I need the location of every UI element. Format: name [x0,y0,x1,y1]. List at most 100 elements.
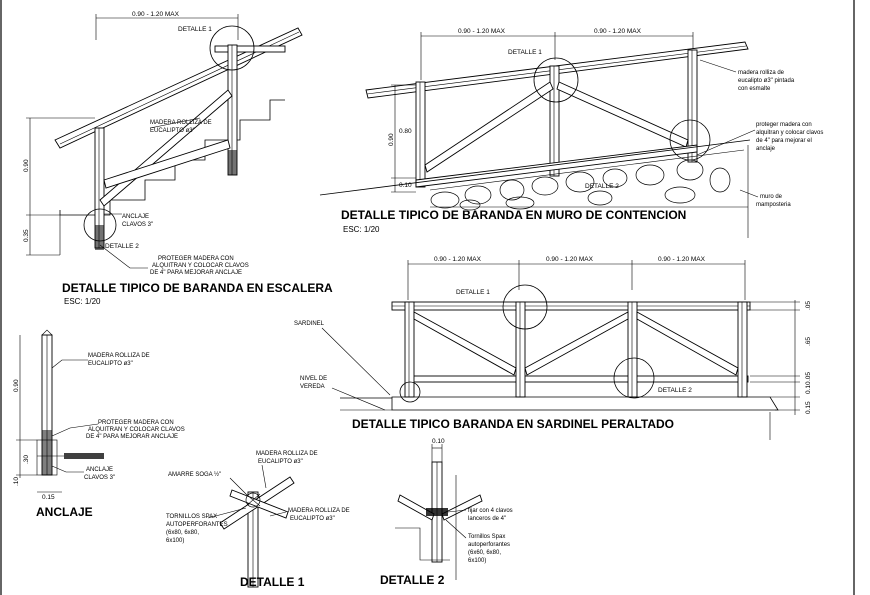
sardinel-detalle2-label: DETALLE 2 [658,387,692,394]
detalle1-amarre-note: AMARRE SOGA ½" [168,471,221,478]
escalera-proteger-note-1: PROTEGER MADERA CON [158,256,234,262]
anclaje-dim-015: 0.15 [42,494,55,501]
detalle1-tornillos-1: TORNILLOS SPAX [166,514,217,520]
anclaje-anclaje-note-1: ANCLAJE [86,467,113,473]
detalle1-detail: AMARRE SOGA ½" MADERA ROLLIZA DE EUCALIP… [166,451,350,589]
detalle2-tornillos-1: Tornillos Spax [468,534,505,540]
sardinel-dim-a: 0.90 - 1.20 MAX [434,256,482,263]
sardinel-detalle1-label: DETALLE 1 [456,289,490,296]
anclaje-proteger-note-3: DE 4" PARA MEJORAR ANCLAJE [86,434,178,440]
anclaje-dim-010: .10 [13,477,20,486]
detalle2-tornillos-4: 6x100) [468,558,486,564]
detalle2-title: DETALLE 2 [380,573,445,587]
muro-post-1 [415,81,426,188]
escalera-detalle1-label: DETALLE 1 [178,26,212,33]
escalera-detalle2-marker [83,208,117,242]
muro-detalle1-label: DETALLE 1 [508,49,542,56]
sardinel-detalle1-marker [502,284,548,330]
anclaje-proteger-note-1: PROTEGER MADERA CON [98,420,174,426]
escalera-dim-035: 0.35 [23,229,30,242]
sardinel-dim-c: 0.90 - 1.20 MAX [658,256,706,263]
escalera-title: DETALLE TIPICO DE BARANDA EN ESCALERA [62,281,333,295]
escalera-proteger-note-3: DE 4" PARA MEJORAR ANCLAJE [150,270,242,276]
anclaje-dim-030: .30 [23,455,30,464]
muro-detalle1-marker [533,57,579,103]
sardinel-dim-010: 0.10 [805,381,812,394]
escalera-detalle1-marker [209,25,255,71]
sardinel-dim-b: 0.90 - 1.20 MAX [546,256,594,263]
anclaje-detail: 0.90 .30 .10 0.15 MADERA ROLLIZA DE EUCA… [13,329,185,519]
escalera-anclaje-note-2: CLAVOS 3" [122,222,153,228]
stone-wall [430,159,731,211]
detalle1-tornillos-4: 6x100) [166,538,184,544]
sardinel-dim-05b: .05 [805,372,812,381]
muro-proteger-note-2: alquitran y colocar clavos [756,130,823,136]
anclaje-dim-090: 0.90 [13,379,20,392]
muro-mamposteria-note-2: mamposteria [756,202,791,208]
detalle2-fijar-1: fijar con 4 clavos [468,508,513,514]
muro-dim-b: 0.90 - 1.20 MAX [594,28,642,35]
escalera-detail: 0.90 - 1.20 MAX DETALLE 1 DETALLE 2 0.90… [23,11,333,306]
sardinel-post-2 [515,301,526,398]
nivel-vereda-label-1: NIVEL DE [300,376,327,382]
escalera-scale: ESC: 1/20 [64,297,101,306]
escalera-handrail [54,27,303,149]
escalera-proteger-note-2: ALQUITRAN Y COLOCAR CLAVOS [152,263,249,269]
sardinel-post-3 [627,301,638,398]
muro-proteger-note-1: proteger madera con [756,122,812,128]
sardinel-dim-65: .65 [805,337,812,346]
sardinel-dim-015: 0.15 [805,401,812,414]
anclaje-title: ANCLAJE [36,505,93,519]
muro-detail: 0.90 - 1.20 MAX 0.90 - 1.20 MAX [319,28,823,238]
detalle2-fijar-2: lanceros de 4" [468,516,506,522]
escalera-madera-note-2: EUCALIPTO ø3" [150,128,195,134]
sardinel-base-marker [399,381,421,403]
escalera-dim-090: 0.90 [23,159,30,172]
anclaje-proteger-note-2: ALQUITRAN Y COLOCAR CLAVOS [88,427,185,433]
anclaje-anclaje-note-2: CLAVOS 3" [84,475,115,481]
sardinel-bottom-rail [405,375,749,383]
escalera-dim-top: 0.90 - 1.20 MAX [132,11,180,18]
detalle2-tornillos-2: autoperforantes [468,542,510,548]
escalera-anclaje-note-1: ANCLAJE [122,214,149,220]
detalle2-dim-010: 0.10 [432,438,445,445]
muro-detalle2-marker [669,119,711,161]
muro-dim-010: 0.10 [399,182,412,189]
muro-post-3 [687,49,698,163]
muro-dim-090: 0.90 [388,133,395,146]
muro-dim-a: 0.90 - 1.20 MAX [458,28,506,35]
muro-detalle2-label: DETALLE 2 [585,183,619,190]
detalle1-madera-a-1: MADERA ROLLIZA DE [256,451,318,457]
detalle1-tornillos-2: AUTOPERFORANTES [166,522,228,528]
anclaje-madera-note-2: EUCALIPTO ø3" [88,361,133,367]
detalle1-tornillos-3: (6x80, 6x80, [166,530,199,536]
detalle2-detail: 0.10 fijar con 4 clavos lanceros de 4" T… [380,438,513,587]
detalle1-madera-a-2: EUCALIPTO ø3" [258,459,303,465]
detalle1-madera-b-1: MADERA ROLLIZA DE [288,508,350,514]
escalera-madera-note-1: MADERA ROLLIZA DE [150,120,212,126]
escalera-detalle2-label: DETALLE 2 [105,243,139,250]
muro-mamposteria-note-1: muro de [760,194,783,200]
sardinel-dim-05: .05 [805,301,812,310]
sardinel-detail: 0.90 - 1.20 MAX 0.90 - 1.20 MAX 0.90 - 1… [294,256,812,440]
muro-scale: ESC: 1/20 [343,225,380,234]
sardinel-label: SARDINEL [294,321,325,327]
muro-proteger-note-4: anclaje [756,146,776,152]
muro-madera-note-3: con esmalte [738,86,771,92]
muro-madera-note-1: madera rolliza de [738,70,785,76]
detalle2-tornillos-3: (6x60, 6x80, [468,550,501,556]
muro-title: DETALLE TIPICO DE BARANDA EN MURO DE CON… [341,208,686,222]
muro-post-2 [549,65,560,177]
detalle1-title: DETALLE 1 [240,575,305,589]
sardinel-detalle2-marker [613,357,655,399]
anclaje-madera-note-1: MADERA ROLLIZA DE [88,353,150,359]
muro-madera-note-2: eucalipto ø3" pintada [738,78,795,84]
sardinel-title: DETALLE TIPICO BARANDA EN SARDINEL PERAL… [352,417,674,431]
sardinel-curb [391,396,779,411]
nivel-vereda-label-2: VEREDA [300,384,325,390]
muro-dim-080: 0.80 [399,128,412,135]
detalle1-madera-b-2: EUCALIPTO ø3" [290,516,335,522]
sardinel-post-4 [737,301,748,398]
muro-proteger-note-3: de 4" para mejorar el [756,138,812,144]
